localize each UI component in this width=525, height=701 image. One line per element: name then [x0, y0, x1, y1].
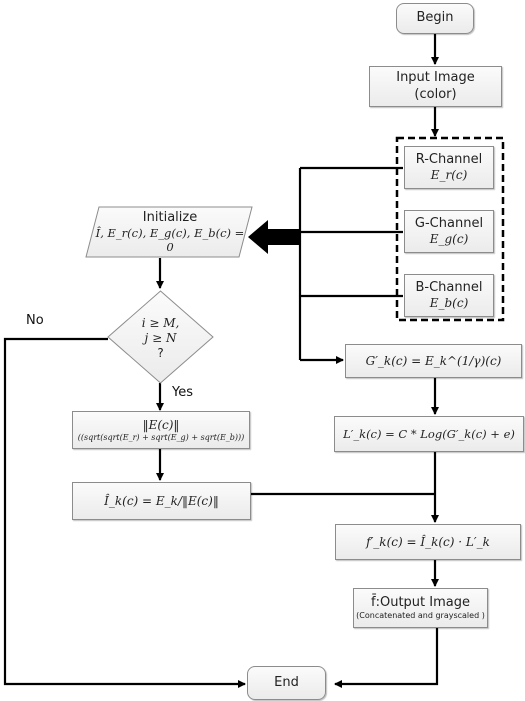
b-channel-node: B-Channel E_b(c): [404, 274, 494, 317]
g-channel-node: G-Channel E_g(c): [404, 210, 494, 253]
decision-text: i ≥ M, j ≥ N ?: [127, 312, 194, 364]
r-channel-formula: E_r(c): [430, 168, 468, 183]
r-channel-node: R-Channel E_r(c): [404, 146, 494, 189]
initialize-formula: Î, E_r(c), E_g(c), E_b(c) = 0: [95, 225, 245, 255]
no-label: No: [26, 313, 44, 328]
initialize-text: Initialize Î, E_r(c), E_g(c), E_b(c) = 0: [95, 208, 245, 256]
norm-title: ‖E(c)‖: [142, 417, 180, 432]
gamma-formula: G′_k(c) = E_k^(1/γ)(c): [365, 353, 502, 368]
norm-node: ‖E(c)‖ ((sqrt(sqrt(E_r) + sqrt(E_g) + sq…: [72, 411, 250, 449]
decision-line-3: ?: [157, 345, 164, 360]
end-node: End: [247, 666, 326, 700]
output-node: f̄:Output Image (Concatenated and graysc…: [353, 588, 488, 628]
big-arrow: [248, 220, 300, 254]
decision-line-2: j ≥ N: [144, 330, 177, 345]
initialize-node: [85, 206, 253, 258]
output-title: f̄:Output Image: [371, 594, 470, 610]
begin-label: Begin: [416, 10, 454, 26]
yes-label: Yes: [172, 385, 193, 400]
normalize-formula: Î_k(c) = E_k/‖E(c)‖: [104, 493, 219, 508]
output-subtitle: (Concatenated and grayscaled ): [356, 611, 485, 621]
input-image-subtitle: (color): [414, 86, 457, 102]
r-channel-title: R-Channel: [415, 151, 483, 167]
b-channel-formula: E_b(c): [429, 296, 469, 311]
log-node: L′_k(c) = C * Log(G′_k(c) + e): [334, 416, 524, 452]
decision-node: [107, 290, 214, 384]
channel-group-box: [395, 136, 505, 322]
product-formula: f′_k(c) = Î_k(c) · L′_k: [366, 534, 490, 549]
normalize-node: Î_k(c) = E_k/‖E(c)‖: [72, 482, 251, 520]
g-channel-formula: E_g(c): [429, 232, 469, 247]
end-label: End: [274, 674, 299, 690]
g-channel-title: G-Channel: [414, 215, 484, 231]
b-channel-title: B-Channel: [415, 279, 483, 295]
input-image-node: Input Image (color): [369, 66, 502, 107]
log-formula: L′_k(c) = C * Log(G′_k(c) + e): [343, 426, 515, 441]
decision-line-1: i ≥ M,: [141, 315, 180, 330]
begin-node: Begin: [396, 3, 474, 34]
product-node: f′_k(c) = Î_k(c) · L′_k: [335, 524, 521, 560]
gamma-node: G′_k(c) = E_k^(1/γ)(c): [345, 344, 522, 378]
norm-formula: ((sqrt(sqrt(E_r) + sqrt(E_g) + sqrt(E_b)…: [77, 432, 245, 442]
initialize-title: Initialize: [142, 209, 198, 225]
input-image-title: Input Image: [396, 70, 475, 86]
